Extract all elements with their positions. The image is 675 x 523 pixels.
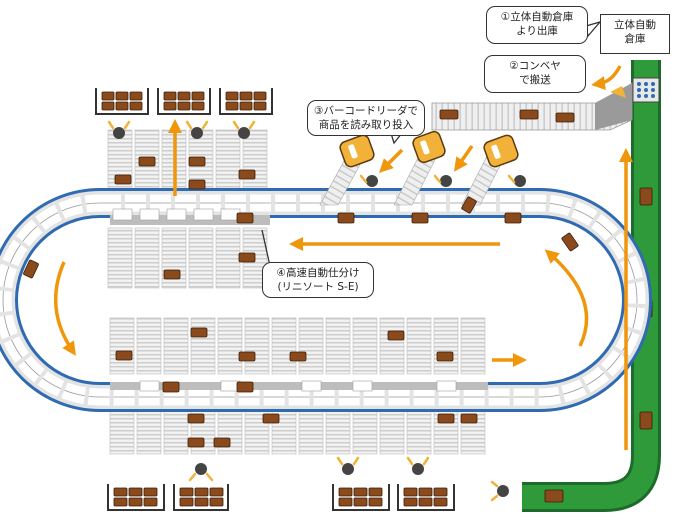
sorter-loop	[0, 188, 652, 412]
label-barcode-induction-line2: 商品を読み取り投入	[318, 119, 414, 131]
label-barcode-induction-line1: ③バーコードリーダで	[314, 105, 418, 117]
label-high-speed-sorting-line1: ④高速自動仕分け	[276, 267, 360, 279]
label-high-speed-sorting: ④高速自動仕分け (リニソート S-E)	[262, 262, 374, 298]
label-barcode-induction: ③バーコードリーダで 商品を読み取り投入	[307, 100, 425, 136]
transfer-conveyor	[431, 82, 633, 131]
label-conveyor-transport: ②コンベヤ で搬送	[484, 55, 586, 93]
parcels	[23, 156, 579, 448]
warehouse-box: 立体自動 倉庫	[600, 14, 670, 54]
label-high-speed-sorting-line2: (リニソート S-E)	[277, 281, 359, 293]
label-warehouse-outbound-line1: ①立体自動倉庫	[500, 11, 574, 23]
label-conveyor-transport-line1: ②コンベヤ	[509, 60, 561, 72]
warehouse-box-line1: 立体自動	[614, 19, 656, 31]
warehouse-port-grid	[637, 82, 655, 98]
barcode-reader-icon	[339, 130, 519, 168]
label-conveyor-transport-line2: で搬送	[519, 74, 551, 86]
induction-stations	[319, 130, 519, 214]
label-warehouse-outbound: ①立体自動倉庫 より出庫	[486, 6, 588, 44]
tote-icon	[95, 88, 455, 511]
flow-arrow-icon	[53, 65, 633, 450]
warehouse-box-line2: 倉庫	[624, 33, 646, 45]
label-warehouse-outbound-line2: より出庫	[516, 25, 558, 37]
operator-icon	[107, 120, 526, 502]
